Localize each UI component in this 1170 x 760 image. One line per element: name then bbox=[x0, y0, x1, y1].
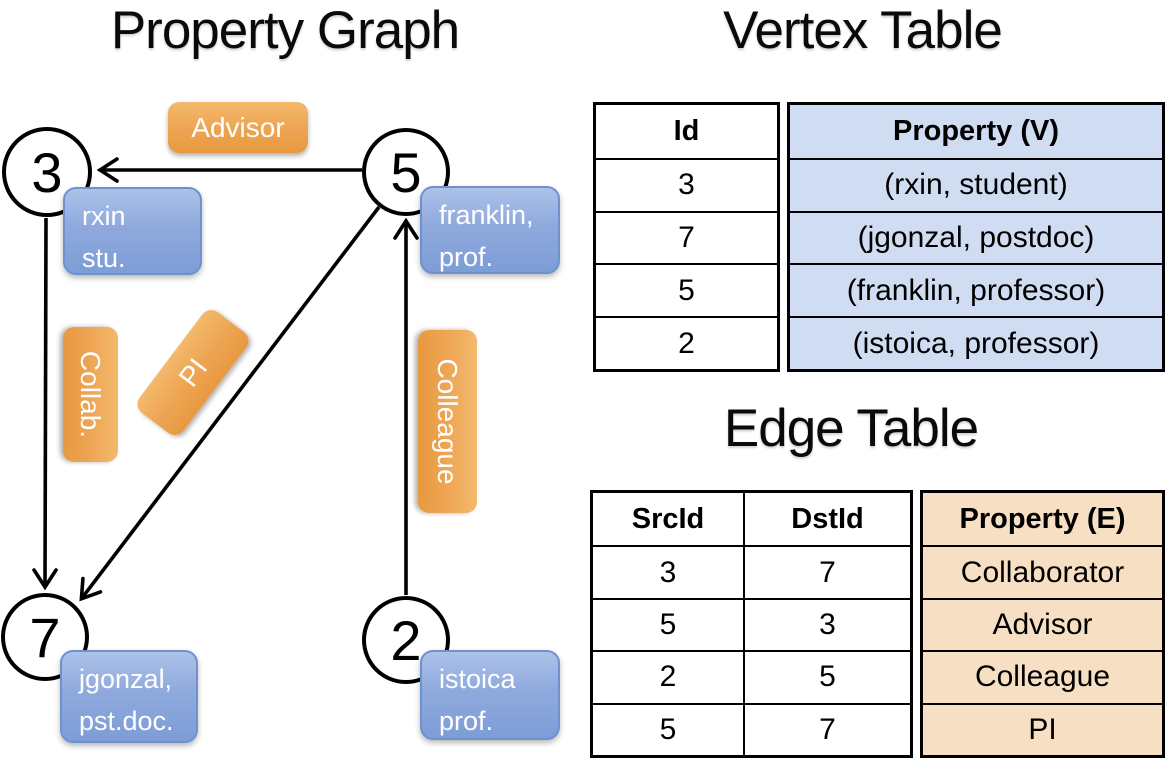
vertex-property-box-7: jgonzal, pst.doc. bbox=[60, 650, 198, 743]
edge-table-id-columns: SrcId DstId 3 7 5 3 2 5 5 7 bbox=[590, 490, 913, 758]
edge-table-property-cell: Collaborator bbox=[923, 545, 1162, 598]
edge-table-srcid-header: SrcId bbox=[631, 502, 705, 535]
vertex-property-box-3: rxin stu. bbox=[63, 187, 202, 275]
edge-table-property-column: Property (E) Collaborator Advisor Collea… bbox=[920, 490, 1165, 758]
vertex-property-line: pst.doc. bbox=[79, 705, 174, 736]
edge-collab-3-to-7 bbox=[32, 217, 58, 591]
edge-table-property-cell: Colleague bbox=[923, 650, 1162, 703]
vertex-table-property-cell: (franklin, professor) bbox=[790, 263, 1162, 317]
edge-table-srcid-cell: 3 bbox=[593, 545, 743, 597]
vertex-table-property-cell: (jgonzal, postdoc) bbox=[790, 210, 1162, 264]
edge-table-property-cell: Advisor bbox=[923, 597, 1162, 651]
edge-table-dstid-cell: 3 bbox=[743, 597, 910, 651]
edge-table-srcid-cell: 5 bbox=[593, 597, 743, 650]
edge-table-dstid-cell: 7 bbox=[743, 702, 910, 755]
vertex-table-property-cell: (rxin, student) bbox=[790, 157, 1162, 211]
vertex-table-id-cell: 2 bbox=[596, 316, 777, 369]
edge-table-srcid-cell: 5 bbox=[593, 702, 743, 755]
vertex-table-property-header: Property (V) bbox=[790, 105, 1162, 158]
vertex-table-id-cell: 5 bbox=[596, 263, 777, 316]
edge-table-srcid-cell: 2 bbox=[593, 650, 743, 702]
vertex-property-line: franklin, bbox=[439, 200, 534, 230]
edge-table-property-header: Property (E) bbox=[923, 493, 1162, 546]
vertex-table-property-cell: (istoica, professor) bbox=[790, 316, 1162, 369]
node-circle-5: 5 bbox=[362, 128, 450, 216]
vertex-property-line: prof. bbox=[439, 241, 494, 272]
vertex-table-property-column: Property (V) (rxin, student) (jgonzal, p… bbox=[787, 102, 1165, 372]
vertex-property-line: stu. bbox=[82, 242, 126, 273]
edge-pi-5-to-7 bbox=[79, 205, 381, 602]
vertex-property-line: rxin bbox=[82, 201, 126, 231]
edge-table-title: Edge Table bbox=[723, 399, 979, 458]
node-circle-2: 2 bbox=[362, 596, 450, 684]
vertex-table-id-header: Id bbox=[673, 114, 700, 147]
edge-table-dstid-cell: 5 bbox=[743, 650, 910, 703]
edge-table-dstid-cell: 7 bbox=[743, 545, 910, 598]
edge-table-dstid-header: DstId bbox=[743, 493, 910, 546]
property-graph-title: Property Graph bbox=[110, 1, 460, 60]
vertex-table-id-cell: 3 bbox=[596, 157, 777, 211]
vertex-property-box-5: franklin, prof. bbox=[420, 186, 560, 274]
edge-label-colleague: Colleague bbox=[418, 330, 477, 513]
vertex-table-id-cell: 7 bbox=[596, 210, 777, 264]
vertex-property-line: jgonzal, bbox=[79, 664, 173, 694]
vertex-table-id-column: Id 3 7 5 2 bbox=[593, 102, 780, 372]
vertex-table-title: Vertex Table bbox=[723, 1, 1003, 60]
edge-label-collab: Collab. bbox=[63, 327, 118, 462]
edge-label-advisor: Advisor bbox=[168, 102, 308, 153]
vertex-property-line: prof. bbox=[439, 705, 494, 736]
vertex-property-line: istoica bbox=[439, 664, 516, 694]
edge-table-property-cell: PI bbox=[923, 702, 1162, 755]
vertex-property-box-2: istoica prof. bbox=[420, 650, 560, 740]
graph-edges-svg bbox=[32, 157, 419, 602]
